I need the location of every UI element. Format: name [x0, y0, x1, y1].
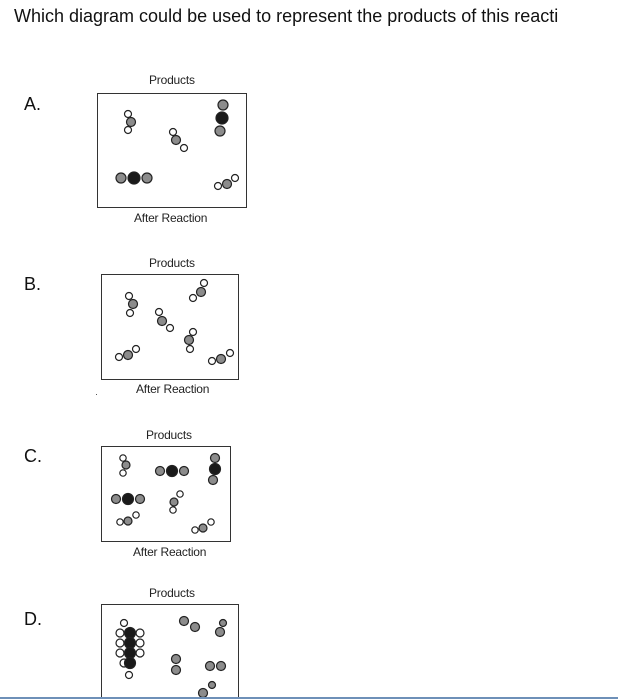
- atom: [169, 506, 177, 514]
- atom: [169, 497, 179, 507]
- atom: [135, 648, 145, 658]
- option-a-letter[interactable]: A.: [24, 94, 42, 114]
- atom: [207, 518, 215, 526]
- atom: [123, 656, 137, 670]
- atom: [209, 452, 221, 464]
- atom: [154, 307, 164, 317]
- atom: [178, 465, 190, 477]
- atom: [124, 670, 134, 680]
- atom: [215, 353, 227, 365]
- atom: [132, 511, 140, 519]
- atom: [168, 127, 178, 137]
- option-b-diagram[interactable]: [101, 274, 239, 380]
- option-a-title: Products: [149, 73, 195, 87]
- option-c-diagram[interactable]: [101, 446, 231, 542]
- option-a-molecules: [115, 99, 240, 191]
- option-b-letter[interactable]: B.: [24, 274, 42, 294]
- atom: [215, 660, 227, 672]
- atom: [221, 178, 233, 190]
- atom: [217, 99, 229, 111]
- atom: [116, 518, 124, 526]
- atom: [207, 680, 217, 690]
- atom: [115, 628, 125, 638]
- atom: [119, 618, 129, 628]
- option-b-caption: After Reaction: [136, 382, 210, 396]
- option-a-diagram[interactable]: [97, 93, 247, 208]
- atom: [123, 516, 133, 526]
- atom: [185, 344, 195, 354]
- option-a-caption: After Reaction: [134, 211, 208, 225]
- atom: [198, 523, 208, 533]
- atom: [134, 493, 146, 505]
- atom: [188, 327, 198, 337]
- atom: [183, 334, 195, 346]
- atom: [127, 298, 139, 310]
- option-c-letter[interactable]: C.: [24, 446, 42, 466]
- option-d-letter[interactable]: D.: [24, 609, 42, 629]
- atom: [215, 111, 229, 125]
- atom: [207, 474, 219, 486]
- atom: [119, 469, 127, 477]
- atom: [115, 648, 125, 658]
- atom: [123, 636, 137, 650]
- atom: [115, 172, 127, 184]
- option-c-molecules: [110, 452, 222, 534]
- option-d-diagram[interactable]: [101, 604, 239, 698]
- atom: [165, 464, 179, 478]
- atom: [127, 171, 141, 185]
- option-d-title: Products: [149, 586, 195, 600]
- atom: [188, 293, 198, 303]
- atom: [170, 653, 182, 665]
- atom: [225, 348, 235, 358]
- atom: [135, 638, 145, 648]
- bottom-divider: [0, 697, 618, 699]
- option-d-molecules: [115, 615, 228, 698]
- atom: [119, 454, 127, 462]
- atom: [123, 109, 133, 119]
- question-text: Which diagram could be used to represent…: [14, 6, 559, 26]
- atom: [131, 344, 141, 354]
- atom: [214, 626, 226, 638]
- atom: [121, 492, 135, 506]
- atom: [125, 116, 137, 128]
- atom: [125, 308, 135, 318]
- atom: [218, 618, 228, 628]
- atom: [123, 125, 133, 135]
- atom: [195, 286, 207, 298]
- atom: [199, 278, 209, 288]
- option-b-title: Products: [149, 256, 195, 270]
- option-c-caption: After Reaction: [133, 545, 207, 559]
- atom: [124, 291, 134, 301]
- atom: [230, 173, 240, 183]
- atom: [170, 664, 182, 676]
- atom: [110, 493, 122, 505]
- atom: [208, 462, 222, 476]
- atom: [156, 315, 168, 327]
- atom: [122, 349, 134, 361]
- atom: [176, 490, 184, 498]
- atom: [141, 172, 153, 184]
- atom: [123, 646, 137, 660]
- atom: [121, 460, 131, 470]
- atom: [115, 638, 125, 648]
- atom: [154, 465, 166, 477]
- option-c-title: Products: [146, 428, 192, 442]
- atom: [135, 628, 145, 638]
- atom: [179, 143, 189, 153]
- atom: [191, 526, 199, 534]
- atom: [170, 134, 182, 146]
- atom: [214, 125, 226, 137]
- atom: [213, 181, 223, 191]
- atom: [123, 626, 137, 640]
- atom: [165, 323, 175, 333]
- atom: [178, 615, 190, 627]
- atom: [189, 621, 201, 633]
- atom: [204, 660, 216, 672]
- stray-dot: [96, 394, 97, 395]
- atom: [207, 356, 217, 366]
- atom: [114, 352, 124, 362]
- option-b-molecules: [114, 278, 235, 366]
